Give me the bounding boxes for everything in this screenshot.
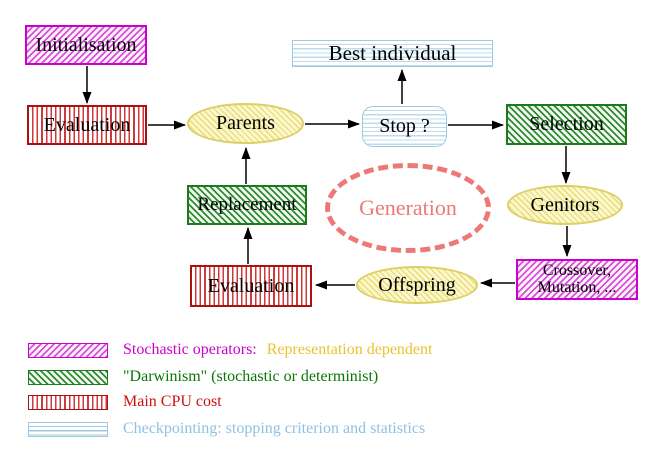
legend-text-representation-dependent: Representation dependent	[266, 341, 433, 358]
node-offspring-label: Offspring	[378, 273, 456, 296]
legend-row-checkpointing: Checkpointing: stopping criterion and st…	[28, 420, 425, 438]
generation-loop-ellipse: Generation	[325, 163, 491, 253]
legend-text-stochastic-operators: Stochastic operators:	[123, 341, 257, 358]
legend-swatch-green-hatch	[28, 369, 108, 385]
node-replacement: Replacement	[187, 185, 307, 225]
node-offspring: Offspring	[356, 266, 478, 304]
node-crossover-line2: Mutation, ...	[537, 278, 617, 296]
node-parents-label: Parents	[216, 112, 275, 134]
legend-swatch-blue-stripes	[28, 421, 108, 437]
node-initialisation-label: Initialisation	[35, 33, 137, 56]
node-crossover-mutation: Crossover, Mutation, ...	[516, 259, 638, 300]
legend-text-darwinism: "Darwinism" (stochastic or determinist)	[123, 368, 379, 385]
legend-row-stochastic-operators: Stochastic operators: Representation dep…	[28, 341, 432, 359]
node-evaluation-bottom-label: Evaluation	[207, 274, 295, 297]
generation-label: Generation	[359, 195, 457, 220]
node-genitors-label: Genitors	[530, 193, 600, 216]
legend-text-checkpointing: Checkpointing: stopping criterion and st…	[123, 420, 426, 437]
legend-swatch-magenta-hatch	[28, 342, 108, 358]
node-evaluation-top: Evaluation	[27, 105, 147, 145]
node-best-individual: Best individual	[292, 40, 493, 67]
legend-row-darwinism: "Darwinism" (stochastic or determinist)	[28, 368, 378, 386]
legend-row-main-cpu-cost: Main CPU cost	[28, 393, 222, 411]
node-genitors: Genitors	[507, 185, 623, 225]
node-evaluation-bottom: Evaluation	[190, 265, 312, 307]
node-evaluation-top-label: Evaluation	[43, 113, 131, 136]
node-stop: Stop ?	[362, 106, 447, 147]
node-stop-label: Stop ?	[379, 115, 430, 137]
node-initialisation: Initialisation	[25, 25, 147, 65]
node-selection: Selection	[506, 104, 627, 145]
legend-swatch-red-stripes	[28, 394, 108, 410]
node-replacement-label: Replacement	[197, 194, 297, 216]
node-best-individual-label: Best individual	[328, 41, 457, 66]
legend-text-main-cpu-cost: Main CPU cost	[123, 393, 222, 410]
node-parents: Parents	[187, 103, 304, 144]
node-crossover-line1: Crossover,	[542, 261, 612, 279]
node-selection-label: Selection	[529, 113, 604, 135]
